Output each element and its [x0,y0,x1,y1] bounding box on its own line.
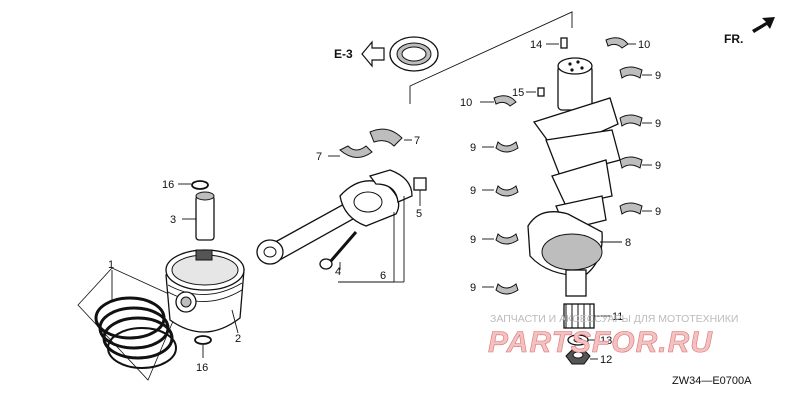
callout-12: 12 [600,354,612,366]
callout-9-r1: 9 [655,70,661,82]
callout-16-upper: 16 [162,179,174,191]
front-direction-indicator: FR. [724,17,775,46]
oil-seal-part [389,36,439,72]
reference-e3-group: E-3 [334,11,573,104]
main-bearing-left-2: 9 [470,185,519,197]
callout-4: 4 [335,266,341,278]
main-bearing-right-2: 9 [619,114,661,130]
thrust-washer-lower: 10 [460,95,517,109]
piston-ring-set: 1 [77,259,183,381]
diagram-code: ZW34—E0700A [672,375,752,387]
callout-10-upper: 10 [638,39,650,51]
piston-part: 2 [165,249,245,345]
hollow-arrow-left-icon [361,40,385,68]
crank-nut-part: 12 [565,349,612,366]
callout-7-left: 7 [316,151,322,163]
main-bearing-right-3: 9 [619,156,661,172]
watermark-logo: PARTSFOR.RU [488,326,713,359]
main-bearing-right-4: 9 [619,202,661,218]
callout-13: 13 [600,335,612,347]
washer-part: 13 [567,334,612,347]
callout-3: 3 [170,214,176,226]
callout-9-l4: 9 [470,282,476,294]
timing-gear-part: 11 [563,303,623,329]
main-bearing-left-3: 9 [470,233,519,246]
callout-7-right: 7 [414,135,420,147]
dowel-pin-part: 15 [512,87,545,99]
rod-nut-part: 5 [413,177,427,220]
pin-clip-upper: 16 [162,179,209,191]
callout-16-lower: 16 [196,362,208,374]
thrust-washer-upper: 10 [605,37,650,51]
rod-bolt-part: 4 [319,231,358,278]
reference-label: E-3 [334,47,353,61]
rod-bearing-upper: 7 [369,128,420,147]
callout-9-l2: 9 [470,185,476,197]
watermark: ЗАПЧАСТИ И АКСЕССУАРЫ ДЛЯ МОТОТЕХНИКИ PA… [488,313,739,359]
callout-9-r3: 9 [655,160,661,172]
connecting-rod-part: 6 [256,169,413,283]
callout-1: 1 [108,259,114,271]
callout-11: 11 [612,311,623,323]
key-part: 14 [530,37,568,51]
watermark-caption: ЗАПЧАСТИ И АКСЕССУАРЫ ДЛЯ МОТОТЕХНИКИ [490,313,738,325]
main-bearing-left-4: 9 [470,282,519,295]
callout-9-r4: 9 [655,206,661,218]
callout-15: 15 [512,87,524,99]
pin-clip-lower: 16 [194,335,212,374]
main-bearing-right-1: 9 [619,66,661,82]
rod-bearing-lower: 7 [316,145,373,163]
direction-arrow-icon [752,17,775,33]
callout-9-r2: 9 [655,118,661,130]
callout-9-l1: 9 [470,142,476,154]
callout-14: 14 [530,39,542,51]
piston-pin-part: 3 [170,191,215,241]
callout-2: 2 [235,333,241,345]
main-bearing-left-1: 9 [470,141,519,154]
callout-8: 8 [625,237,631,249]
crankshaft-part: 8 [527,57,631,297]
callout-6: 6 [380,270,386,282]
callout-10-lower: 10 [460,97,472,109]
callout-9-l3: 9 [470,234,476,246]
callout-5: 5 [416,208,422,220]
direction-label: FR. [724,32,743,46]
